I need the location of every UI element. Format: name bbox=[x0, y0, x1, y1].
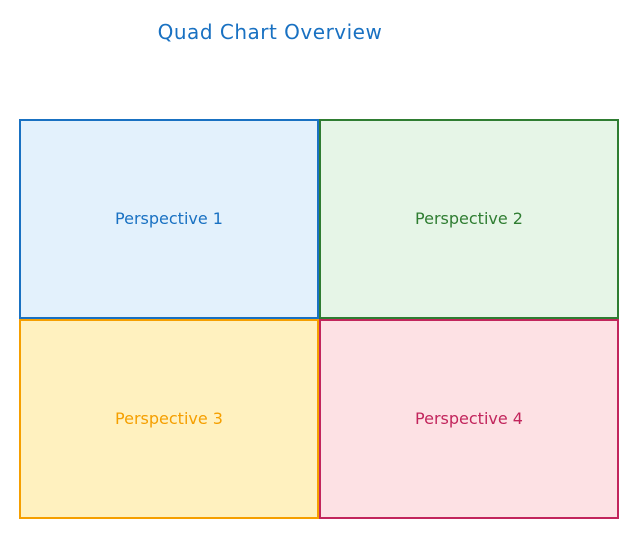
quadrant-perspective-4[interactable]: Perspective 4 bbox=[319, 319, 619, 519]
quadrant-label: Perspective 4 bbox=[415, 408, 523, 428]
quadrant-label: Perspective 2 bbox=[415, 208, 523, 228]
quadrant-label: Perspective 1 bbox=[115, 208, 223, 228]
quadrant-perspective-3[interactable]: Perspective 3 bbox=[19, 319, 319, 519]
quadrant-label: Perspective 3 bbox=[115, 408, 223, 428]
quadrant-perspective-1[interactable]: Perspective 1 bbox=[19, 119, 319, 319]
diagram-title: Quad Chart Overview bbox=[157, 20, 383, 44]
quadrant-perspective-2[interactable]: Perspective 2 bbox=[319, 119, 619, 319]
